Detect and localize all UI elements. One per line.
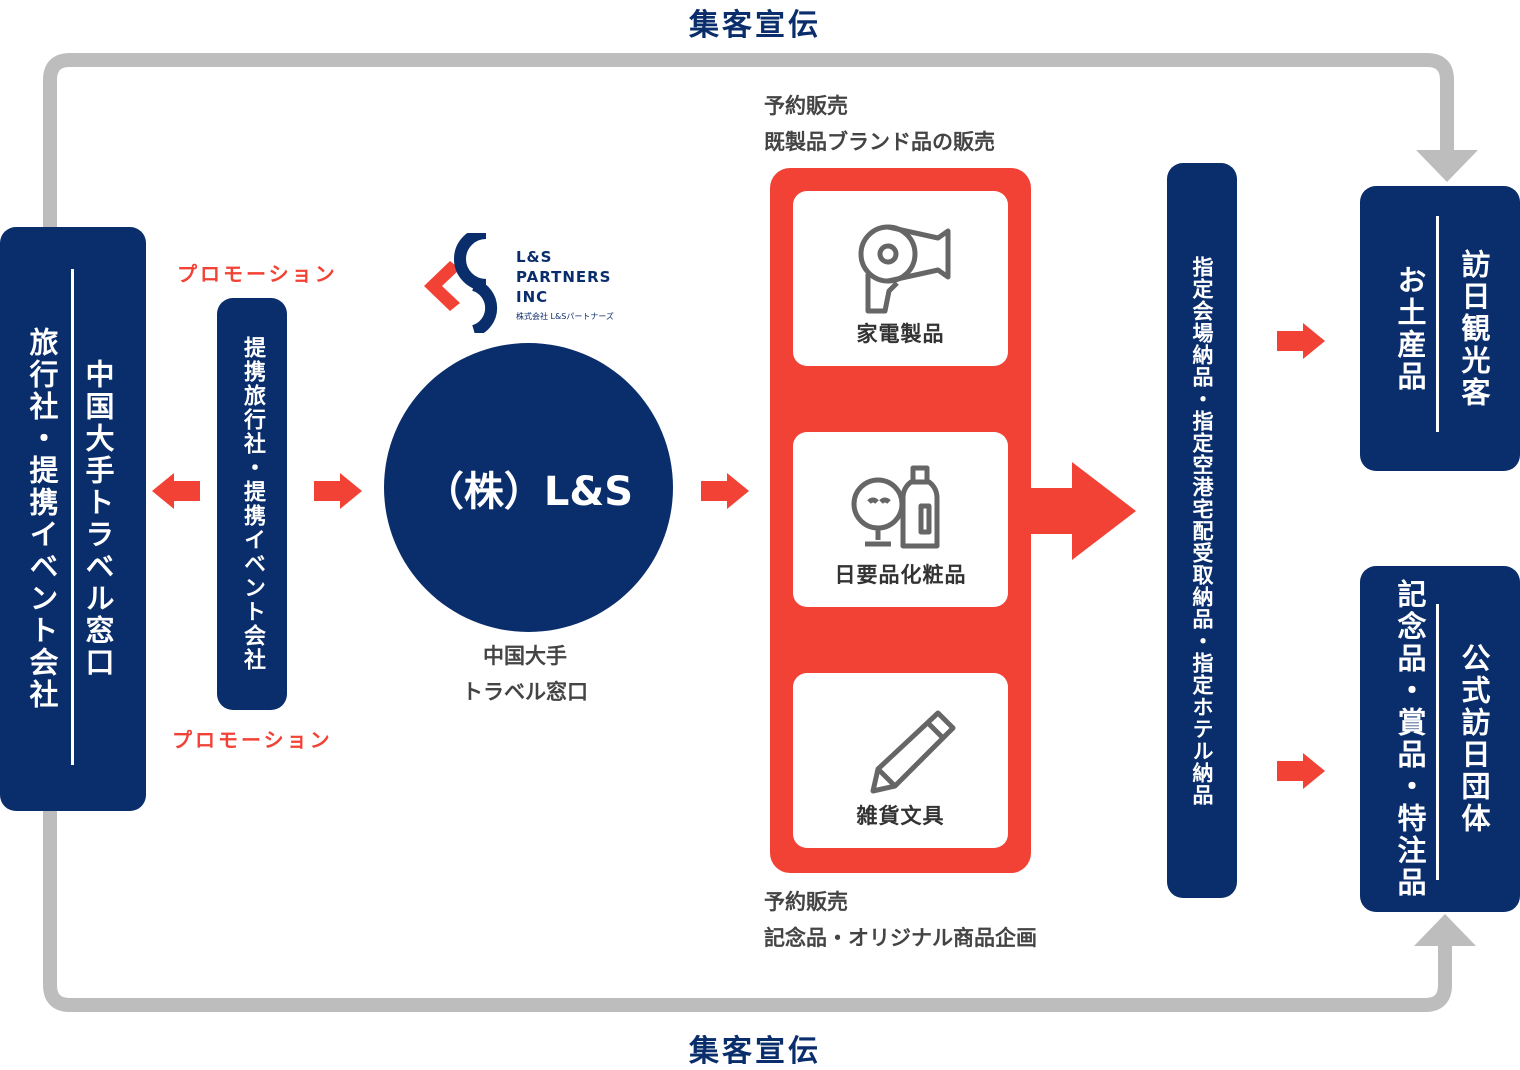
red-arrow-big [1028,462,1136,560]
red-arrow-left [152,473,200,509]
logo-line2: PARTNERS [516,268,612,286]
red-arrow-right-4 [1277,753,1325,789]
sales-top-line2: 既製品ブランド品の販売 [764,130,995,154]
product-card-cosmetics: 日要品化粧品 [793,432,1008,607]
promotion-label-bottom: プロモーション [172,728,333,752]
logo-mark-icon [424,233,498,333]
logo-line3: INC [516,288,549,306]
travel-agency-line1: 中国大手トラベル窓口 [81,359,115,679]
top-caption: 集客宣伝 [689,8,821,43]
promotion-loop-line [43,53,1454,228]
company-caption-line2: トラベル窓口 [462,680,588,704]
official-group-line2: 記念品・賞品・特注品 [1393,579,1427,899]
red-arrow-right-1 [314,473,362,509]
product-card-appliances: 家電製品 [793,191,1008,366]
tourist-box: 訪日観光客 お土産品 [1360,186,1520,471]
travel-agency-box: 中国大手トラベル窓口 旅行社・提携イベント会社 [0,227,146,811]
hair-dryer-icon [858,224,951,314]
tourist-divider [1436,216,1439,432]
company-logo: L&S PARTNERS INC 株式会社 L&Sパートナーズ [424,233,634,333]
promotion-label-top: プロモーション [177,262,338,286]
sales-bottom-line2: 記念品・オリジナル商品企画 [764,926,1037,950]
product-panel: 家電製品 日要品化粧品 雑貨文具 [770,168,1031,873]
gray-arrow-up [1414,914,1476,946]
travel-agency-divider [71,269,74,765]
official-group-box: 公式訪日団体 記念品・賞品・特注品 [1360,566,1520,912]
official-group-line1: 公式訪日団体 [1457,643,1491,835]
mirror-bottle-icon [851,465,940,549]
bottom-caption: 集客宣伝 [689,1034,821,1069]
travel-agency-line2: 旅行社・提携イベント会社 [25,327,59,711]
product-label-cosmetics: 日要品化粧品 [834,563,967,587]
promotion-loop-line-bottom [43,810,1452,1012]
product-label-stationery: 雑貨文具 [856,804,945,828]
product-card-stationery: 雑貨文具 [793,673,1008,848]
company-caption: 中国大手 トラベル窓口 [455,638,595,710]
sales-caption-bottom: 予約販売 記念品・オリジナル商品企画 [764,884,1037,956]
red-arrow-right-2 [701,473,749,509]
sales-caption-top: 予約販売 既製品ブランド品の販売 [764,88,995,160]
logo-line1: L&S [516,248,553,266]
official-group-divider [1436,604,1439,880]
partner-box: 提携旅行社・提携イベント会社 [217,298,287,710]
gray-arrow-down [1416,150,1478,182]
logo-line4: 株式会社 L&Sパートナーズ [516,312,614,321]
pencil-icon [870,710,956,794]
sales-bottom-line1: 予約販売 [764,890,848,914]
tourist-line1: 訪日観光客 [1457,248,1491,409]
company-name: （株）L&S [423,468,634,515]
sales-top-line1: 予約販売 [764,94,848,118]
product-label-appliances: 家電製品 [856,322,945,346]
red-arrow-right-3 [1277,323,1325,359]
delivery-box: 指定会場納品・指定空港宅配受取納品・指定ホテル納品 [1167,163,1237,898]
tourist-line2: お土産品 [1393,264,1427,393]
company-circle: （株）L&S [384,343,673,632]
company-caption-line1: 中国大手 [483,644,567,668]
